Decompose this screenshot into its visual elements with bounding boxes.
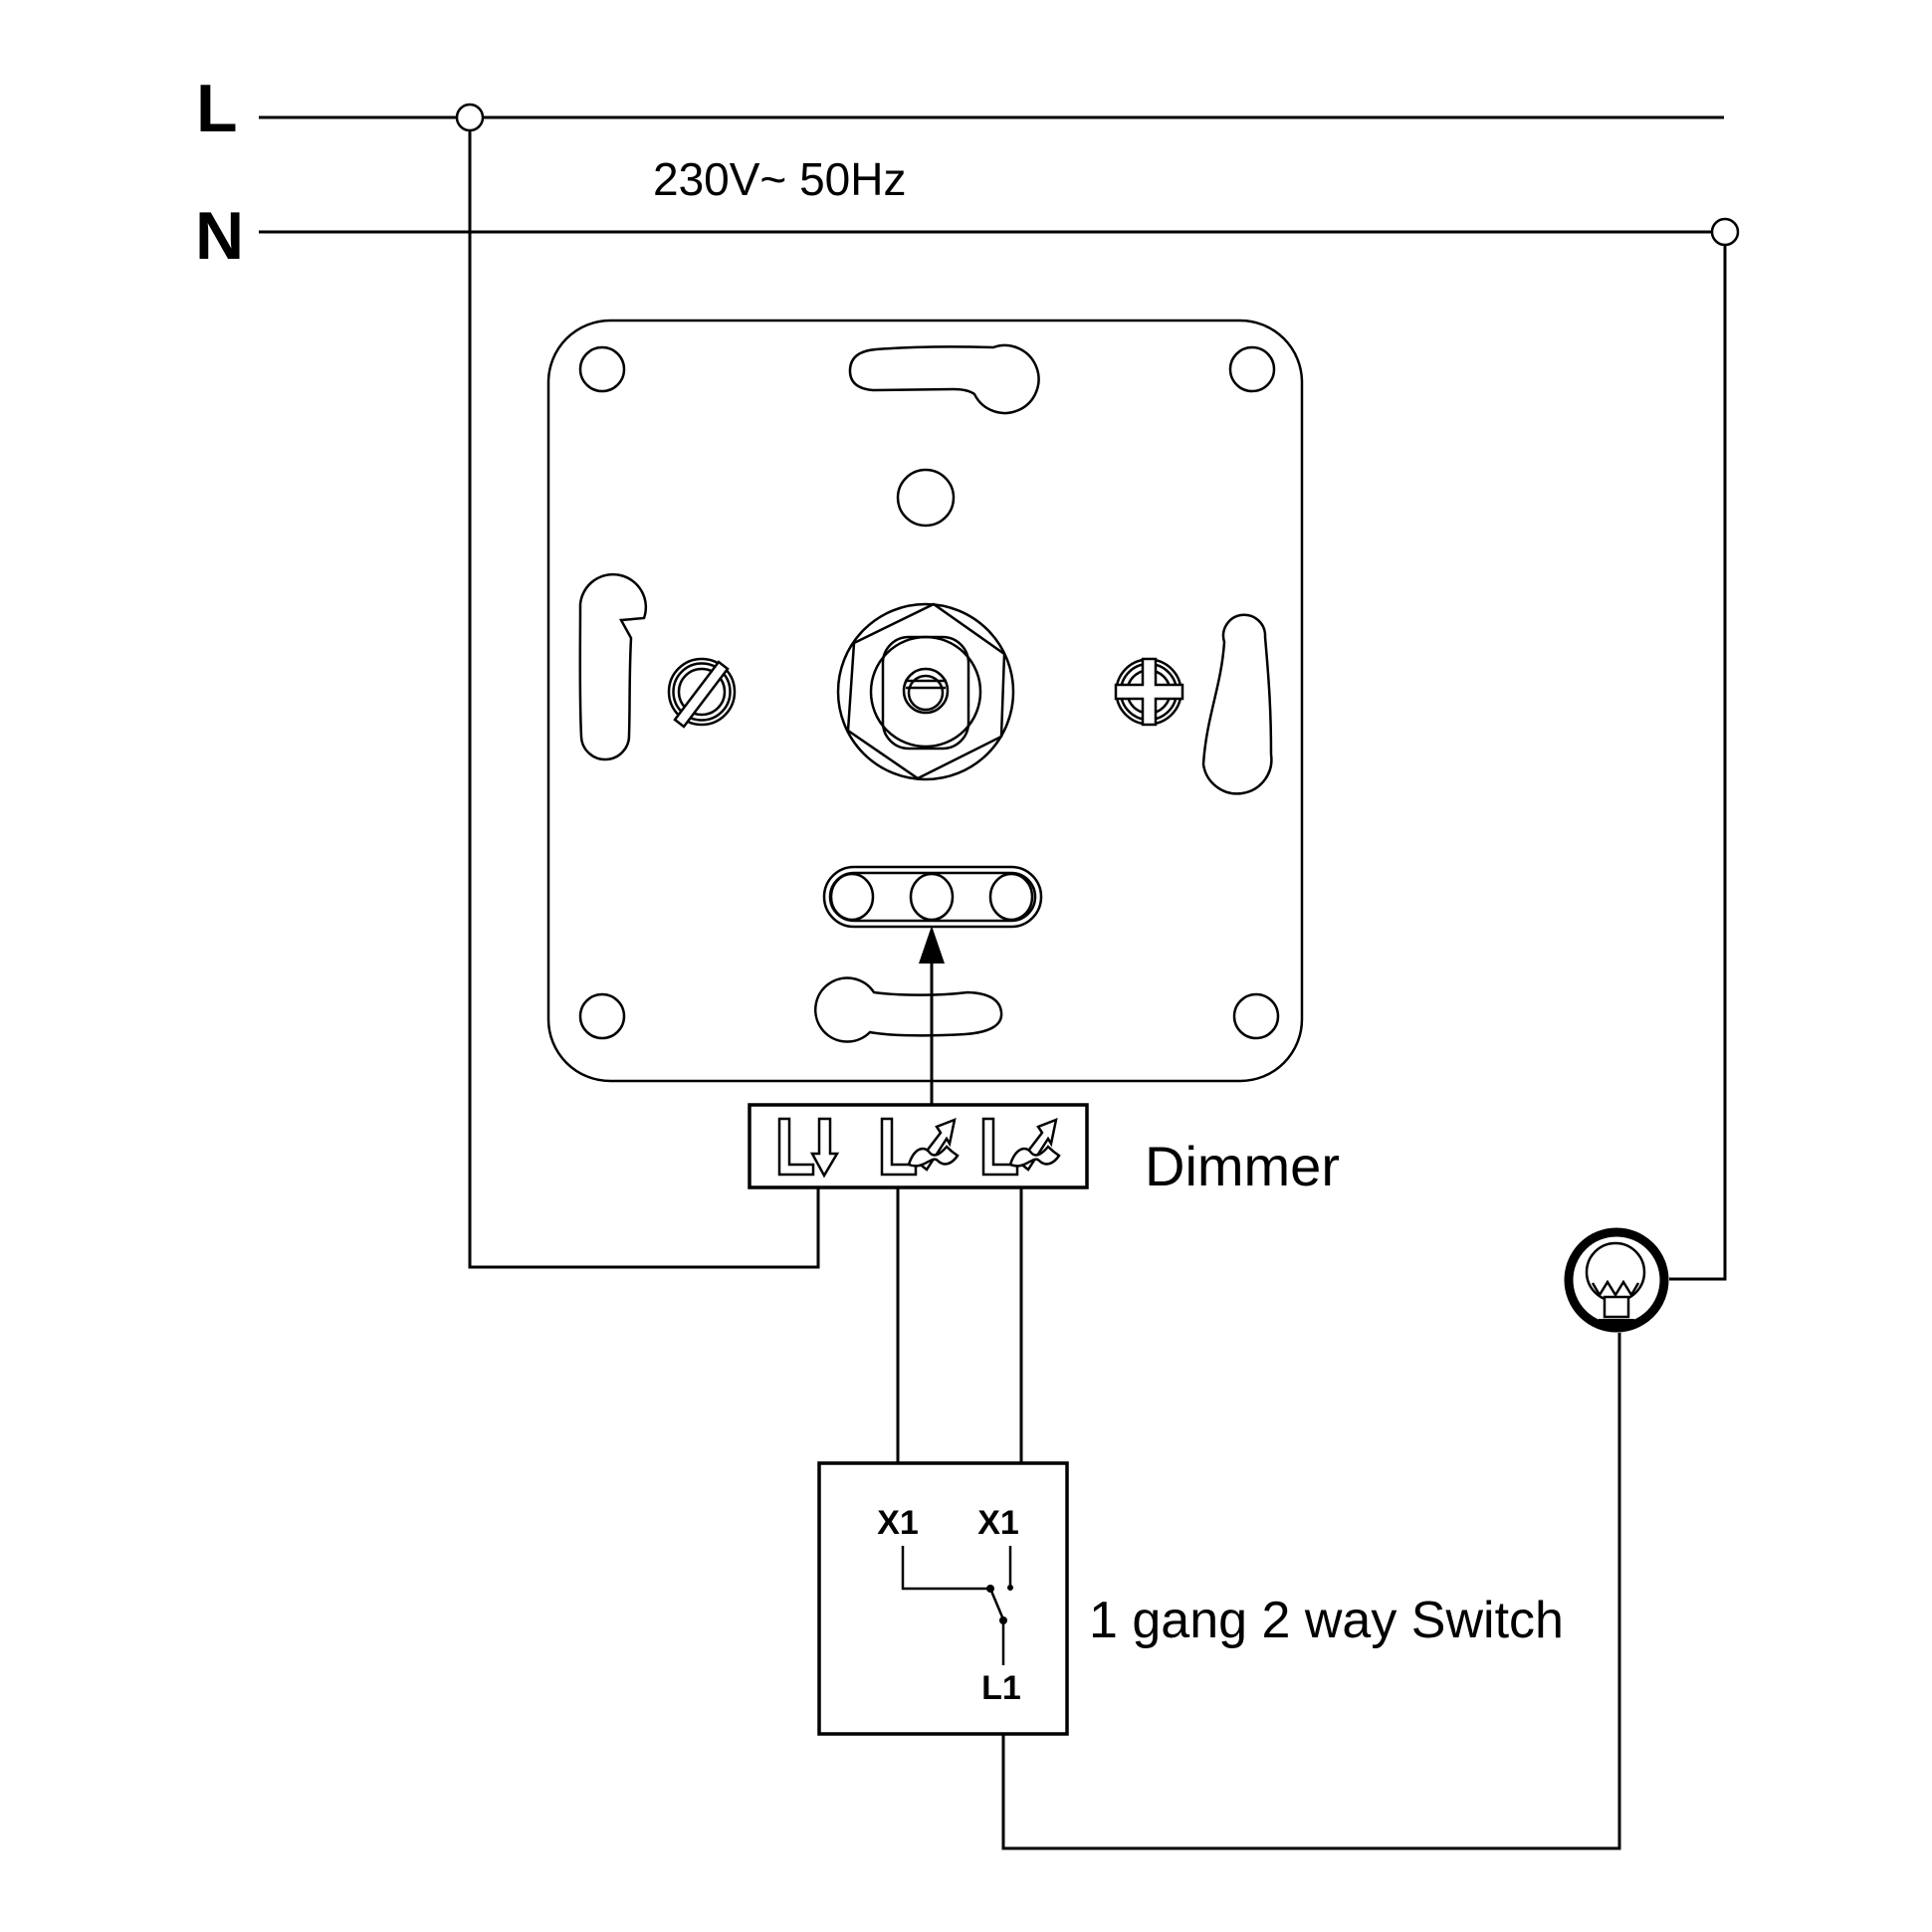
neutral-label: N <box>195 198 244 274</box>
L-down-arrow-icon <box>777 1117 840 1179</box>
dimmer-mechanism <box>546 319 1304 1083</box>
terminal-block-outline <box>748 1103 1089 1189</box>
voltage-rating-label: 230V~ 50Hz <box>653 153 906 205</box>
switch-label: 1 gang 2 way Switch <box>1089 1592 1564 1649</box>
rotary-knob-icon <box>836 602 1015 781</box>
dimmer-terminal-block: Dimmer <box>748 1103 1340 1197</box>
terminal-strip-icon <box>822 865 1043 929</box>
live-label: L <box>196 71 238 146</box>
dimmer-label: Dimmer <box>1145 1135 1340 1197</box>
switch-box: X1 X1 L1 1 gang 2 way Switch <box>817 1461 1564 1736</box>
live-junction-node <box>455 103 485 132</box>
fixing-slot-icon <box>578 572 648 761</box>
switch-outline <box>817 1461 1069 1736</box>
screw-hole-icon <box>578 345 626 393</box>
slotted-screw-icon <box>667 657 737 729</box>
power-rails: L N 230V~ 50Hz <box>195 71 1740 1281</box>
fixing-slot-icon <box>814 976 1003 1043</box>
cross-screw-icon <box>1114 657 1184 727</box>
switched-live-wire <box>1001 1333 1621 1850</box>
switch-terminal-x1-left: X1 <box>877 1504 919 1542</box>
screw-hole-icon <box>1228 345 1276 393</box>
two-way-switch-symbol <box>901 1546 1013 1665</box>
up-arrow-icon <box>919 926 945 1105</box>
fixing-slot-icon <box>1201 613 1273 795</box>
screw-hole-icon <box>1232 992 1280 1040</box>
neutral-junction-node <box>1710 217 1740 247</box>
mounting-plate-icon <box>546 319 1304 1083</box>
screw-hole-icon <box>896 468 956 528</box>
L-dimmer-arrow-icon <box>981 1117 1061 1177</box>
neutral-to-lamp-wire <box>1669 245 1727 1281</box>
switch-terminal-x1-right: X1 <box>977 1504 1019 1542</box>
switch-terminal-l1: L1 <box>981 1669 1021 1707</box>
live-feed-wire <box>468 130 820 1269</box>
L-dimmer-arrow-icon <box>880 1117 960 1177</box>
fixing-slot-icon <box>848 343 1040 415</box>
lamp-icon <box>1564 1227 1669 1333</box>
screw-hole-icon <box>578 992 626 1040</box>
